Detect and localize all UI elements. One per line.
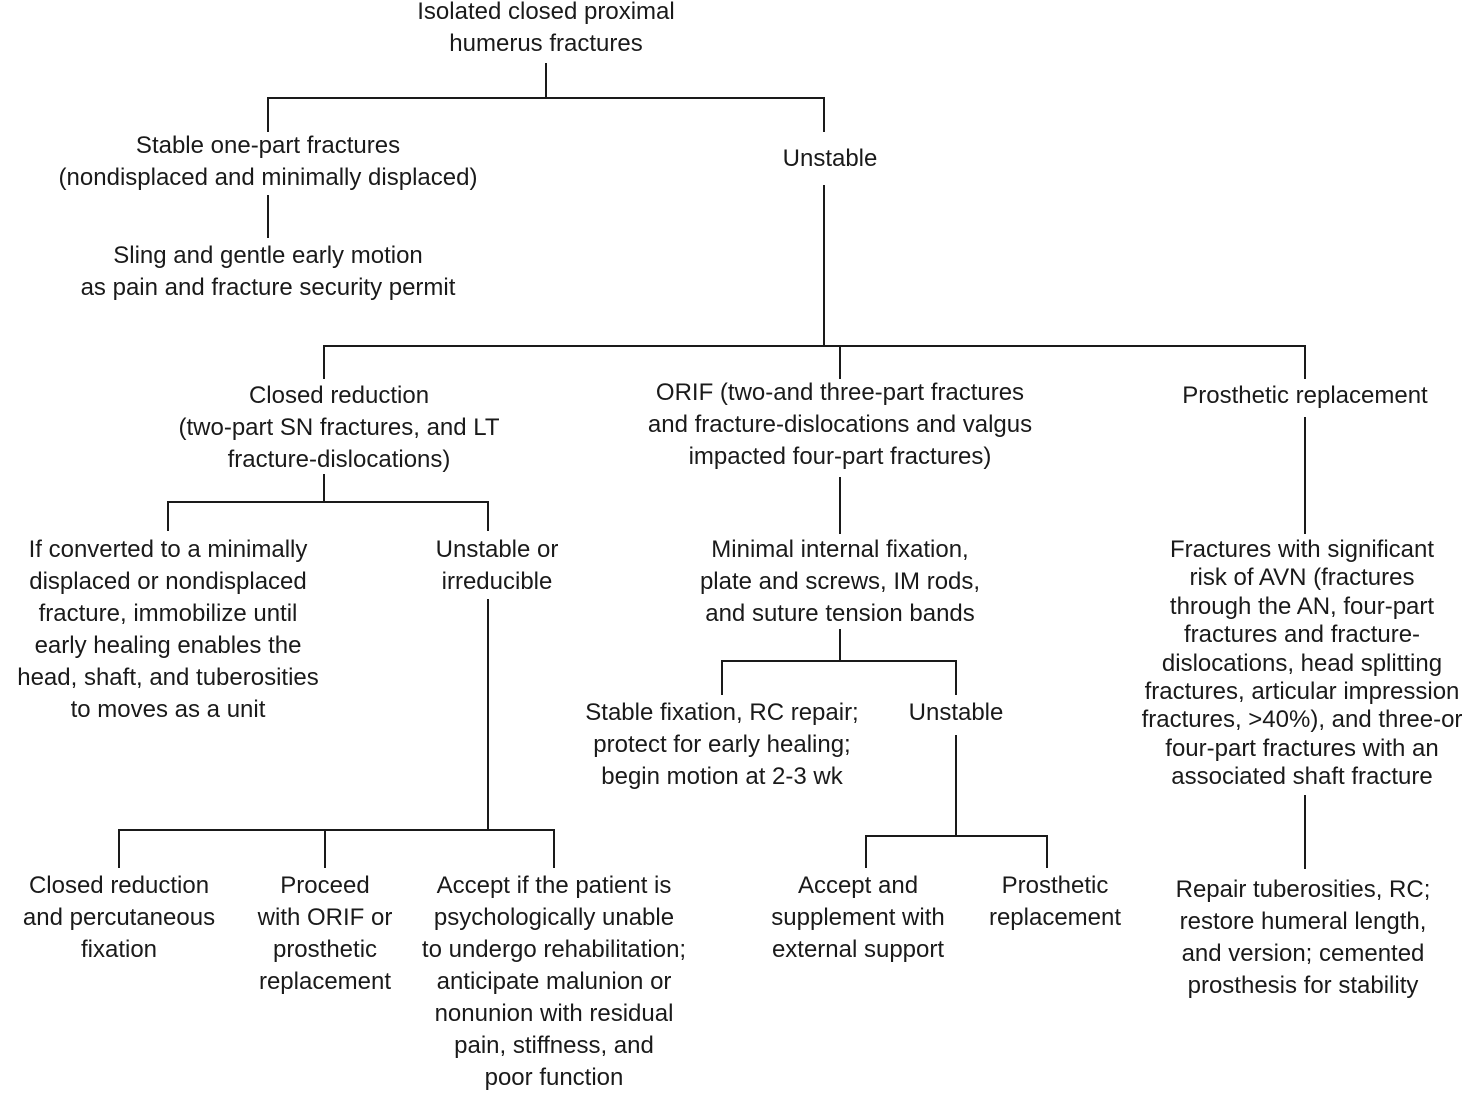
node-line: as pain and fracture security permit [80, 274, 456, 301]
node-closed-percutaneous: Closed reduction and percutaneous fixati… [23, 870, 215, 966]
node-line: fixation [80, 936, 158, 963]
node-line: Proceed [280, 872, 370, 899]
node-line: Closed reduction [28, 872, 210, 899]
node-line: impacted four-part fractures) [688, 443, 992, 470]
node-root: Isolated closed proximal humerus fractur… [417, 0, 674, 60]
node-line: risk of AVN (fractures [1189, 564, 1415, 592]
node-stable-one-part: Stable one-part fractures (nondisplaced … [59, 130, 478, 194]
node-line: fractures, articular impression [1144, 678, 1460, 706]
node-line: to undergo rehabilitation; [421, 936, 687, 963]
node-line: head, shaft, and tuberosities [17, 664, 319, 691]
node-repair-tuberosities: Repair tuberosities, RC; restore humeral… [1176, 874, 1431, 1002]
node-line: Isolated closed proximal [417, 0, 675, 25]
node-accept-supplement: Accept and supplement with external supp… [771, 870, 944, 966]
node-line: protect for early healing; [593, 731, 851, 758]
node-line: Fractures with significant [1169, 536, 1435, 563]
node-sling: Sling and gentle early motion as pain an… [81, 240, 456, 304]
node-line: replacement [988, 904, 1122, 931]
node-line: dislocations, head splitting [1161, 649, 1443, 677]
node-unstable-fixation: Unstable [909, 697, 1004, 729]
node-line: irreducible [441, 568, 553, 595]
node-line: through the AN, four-part [1169, 592, 1435, 620]
node-line: and version; cemented [1181, 940, 1425, 967]
node-line: If converted to a minimally [28, 536, 308, 563]
node-minimal-fixation: Minimal internal fixation, plate and scr… [700, 534, 980, 630]
node-line: poor function [484, 1064, 624, 1091]
node-orif: ORIF (two-and three-part fractures and f… [648, 377, 1032, 473]
node-line: four-part fractures with an [1165, 734, 1439, 762]
node-unstable-irreducible: Unstable or irreducible [436, 534, 559, 598]
node-line: prosthetic [272, 936, 378, 963]
node-line: supplement with [771, 904, 945, 931]
node-line: with ORIF or [257, 904, 393, 931]
node-line: fractures and fracture- [1183, 621, 1421, 649]
node-line: fracture-dislocations) [227, 446, 451, 473]
node-closed-reduction: Closed reduction (two-part SN fractures,… [179, 380, 500, 476]
node-line: to moves as a unit [70, 696, 266, 723]
node-line: Accept and [797, 872, 919, 899]
node-line: Sling and gentle early motion [113, 242, 423, 269]
node-line: prosthesis for stability [1187, 972, 1419, 999]
node-line: restore humeral length, [1179, 908, 1427, 935]
node-line: (two-part SN fractures, and LT [178, 414, 500, 441]
node-unstable: Unstable [783, 143, 878, 175]
node-line: associated shaft fracture [1171, 763, 1433, 791]
node-line: fracture, immobilize until [38, 600, 298, 627]
node-accept-unable: Accept if the patient is psychologically… [422, 870, 686, 1094]
node-line: and fracture-dislocations and valgus [647, 411, 1033, 438]
node-line: and percutaneous [22, 904, 216, 931]
node-line: Prosthetic [1001, 872, 1109, 899]
node-line: psychologically unable [433, 904, 675, 931]
node-line: anticipate malunion or [436, 968, 672, 995]
node-avn-risk: Fractures with significant risk of AVN (… [1142, 536, 1463, 792]
node-line: ORIF (two-and three-part fractures [655, 379, 1025, 406]
node-line: begin motion at 2-3 wk [601, 763, 843, 790]
node-line: humerus fractures [449, 30, 643, 57]
node-line: Stable fixation, RC repair; [585, 699, 859, 726]
node-line: Minimal internal fixation, [711, 536, 969, 563]
node-line: Prosthetic replacement [1182, 382, 1428, 409]
node-line: early healing enables the [34, 632, 302, 659]
node-proceed-orif: Proceed with ORIF or prosthetic replacem… [258, 870, 393, 998]
node-line: pain, stiffness, and [454, 1032, 654, 1059]
node-line: and suture tension bands [705, 600, 975, 627]
node-line: displaced or nondisplaced [29, 568, 307, 595]
node-line: Repair tuberosities, RC; [1175, 876, 1431, 903]
node-line: (nondisplaced and minimally displaced) [58, 164, 478, 191]
node-line: Unstable [782, 145, 878, 172]
node-line: replacement [258, 968, 392, 995]
node-line: fractures, >40%), and three-or [1141, 706, 1463, 734]
node-line: external support [771, 936, 945, 963]
node-stable-fixation: Stable fixation, RC repair; protect for … [585, 697, 858, 793]
node-converted: If converted to a minimally displaced or… [17, 534, 319, 726]
node-prosthetic-replacement-2: Prosthetic replacement [989, 870, 1121, 934]
node-line: nonunion with residual [434, 1000, 674, 1027]
node-line: Unstable or [435, 536, 559, 563]
node-line: Accept if the patient is [436, 872, 672, 899]
node-line: Unstable [908, 699, 1004, 726]
node-line: Closed reduction [248, 382, 430, 409]
node-line: Stable one-part fractures [135, 132, 401, 159]
node-prosthetic-replacement: Prosthetic replacement [1182, 380, 1427, 412]
node-line: plate and screws, IM rods, [699, 568, 981, 595]
